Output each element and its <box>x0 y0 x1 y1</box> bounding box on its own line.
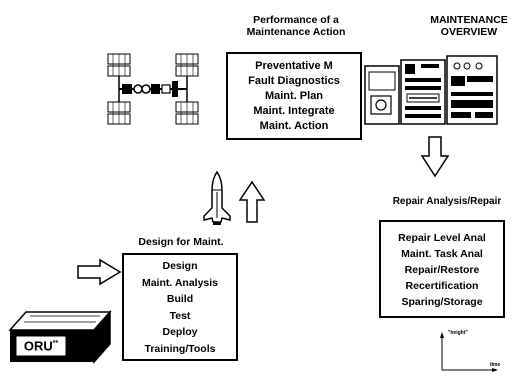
performance-title-line1: Performance of a <box>253 14 339 26</box>
design-item: Build <box>166 293 194 305</box>
oru-box-illustration <box>8 310 112 364</box>
space-station-illustration <box>107 53 199 125</box>
space-shuttle-icon <box>203 170 231 225</box>
down-arrow <box>420 136 450 178</box>
right-arrow <box>77 258 122 286</box>
oru-label-marks: ** <box>52 340 59 347</box>
overview-title-line2: OVERVIEW <box>440 26 498 38</box>
axis-label-vertical: "height" <box>448 330 468 336</box>
oru-label-text: ORU <box>23 338 53 354</box>
performance-item: Fault Diagnostics <box>248 75 340 87</box>
performance-item: Maint. Integrate <box>253 105 335 117</box>
axes-illustration <box>440 332 498 372</box>
equipment-rack-illustration <box>364 55 498 125</box>
design-title: Design for Maint. <box>138 236 224 248</box>
oru-label: ORU** <box>18 336 64 354</box>
overview-title-line1: MAINTENANCE <box>430 14 508 26</box>
overview-title: MAINTENANCE OVERVIEW <box>426 14 512 38</box>
design-item: Design <box>162 260 198 272</box>
repair-box: Repair Level Anal Maint. Task Anal Repai… <box>379 220 505 318</box>
design-box: Design Maint. Analysis Build Test Deploy… <box>122 253 238 361</box>
performance-item: Maint. Plan <box>264 90 324 102</box>
axis-label-horizontal: time <box>490 362 501 368</box>
design-item: Maint. Analysis <box>141 276 219 289</box>
repair-item: Repair Level Anal <box>398 232 486 244</box>
design-item: Test <box>169 309 191 322</box>
design-item: Training/Tools <box>144 342 216 355</box>
repair-item: Recertification <box>405 280 479 292</box>
performance-box: Preventative M Fault Diagnostics Maint. … <box>226 52 362 140</box>
repair-item: Repair/Restore <box>404 264 480 276</box>
performance-title: Performance of a Maintenance Action <box>226 14 366 38</box>
repair-title: Repair Analysis/Repair <box>392 196 502 207</box>
performance-item: Maint. Action <box>259 120 329 132</box>
design-item: Deploy <box>162 326 198 338</box>
performance-title-line2: Maintenance Action <box>246 26 346 38</box>
up-arrow <box>238 180 266 223</box>
performance-item: Preventative M <box>255 60 333 72</box>
repair-item: Sparing/Storage <box>401 296 483 308</box>
repair-item: Maint. Task Anal <box>401 248 483 260</box>
